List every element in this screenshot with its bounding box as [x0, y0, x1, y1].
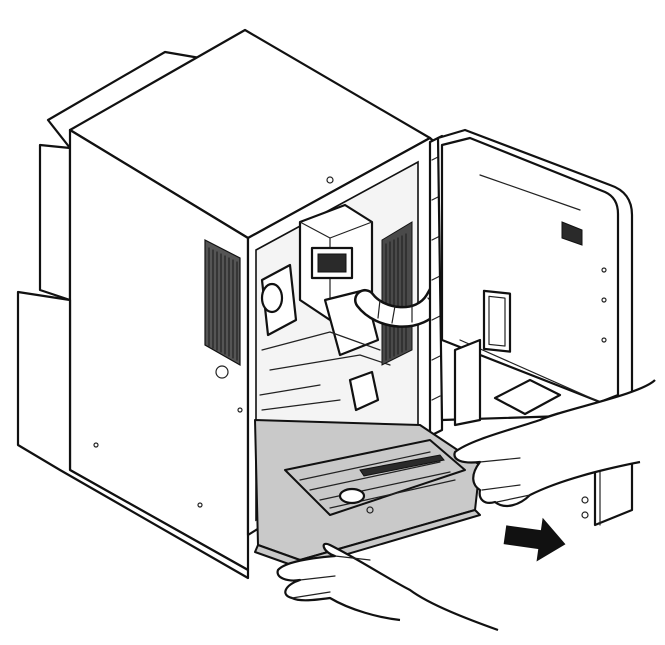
interior-vent	[381, 221, 413, 366]
top-screw	[326, 176, 334, 184]
left-hand	[276, 542, 499, 632]
right-hand	[453, 379, 656, 508]
door-cup-holder	[493, 378, 562, 416]
open-door	[436, 128, 634, 527]
side-vent-grille	[204, 239, 241, 367]
side-screw	[215, 365, 229, 379]
pull-direction-arrow-icon	[503, 517, 566, 562]
door-latch	[561, 221, 583, 246]
drip-tray	[254, 419, 481, 569]
cabinet-base	[16, 290, 250, 580]
door-window	[482, 289, 512, 353]
